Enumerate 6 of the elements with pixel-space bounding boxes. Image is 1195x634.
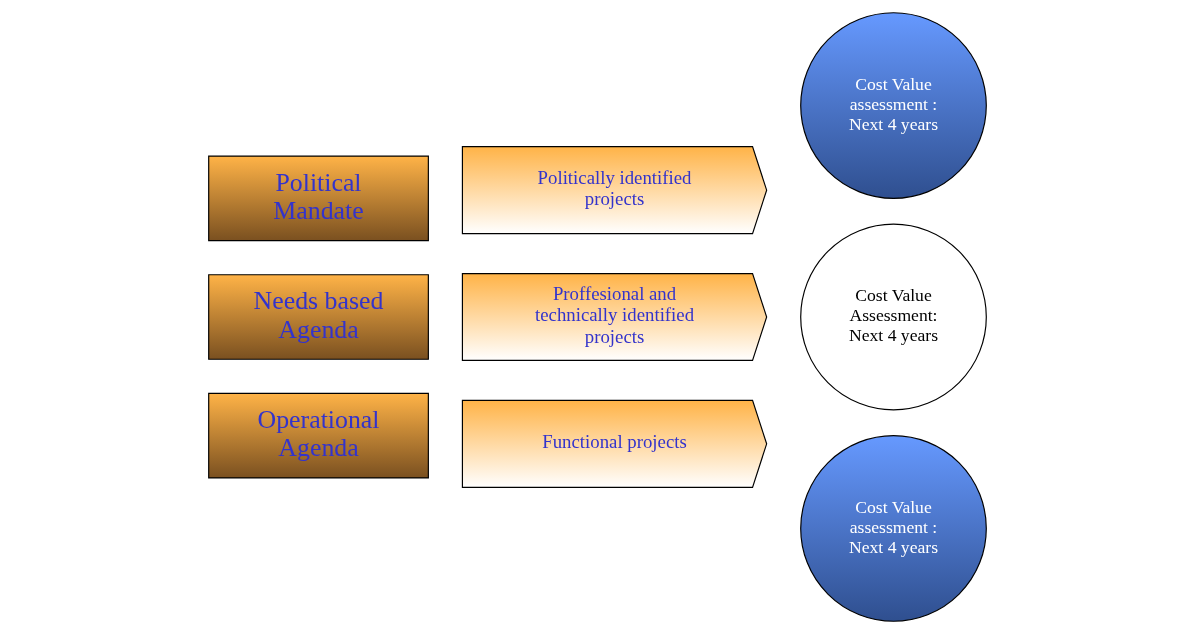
node-circle: Cost Value assessment : Next 4 years (800, 435, 987, 622)
node-circle: Cost Value Assessment: Next 4 years (800, 223, 987, 411)
node-box: Needs based Agenda (208, 274, 429, 360)
node-circle: Cost Value assessment : Next 4 years (800, 12, 987, 199)
node-box: Political Mandate (208, 155, 429, 242)
node-box: Operational Agenda (208, 392, 429, 479)
